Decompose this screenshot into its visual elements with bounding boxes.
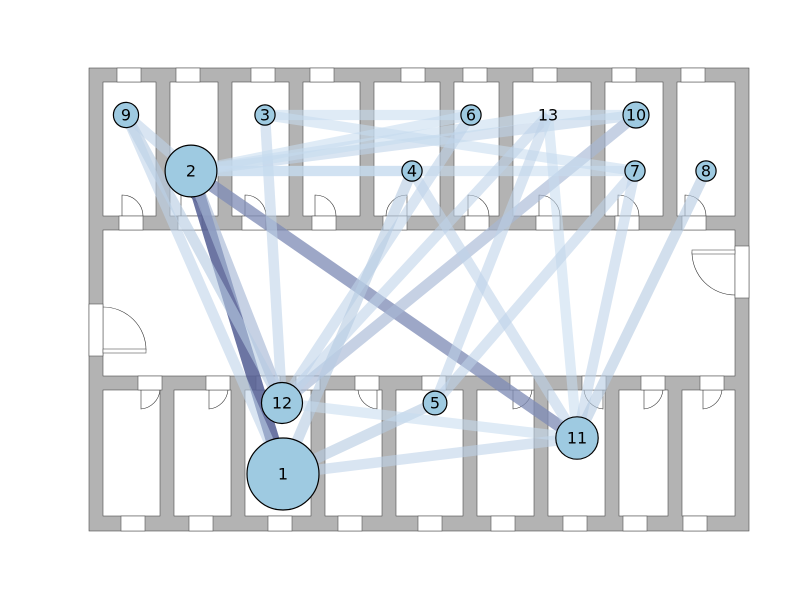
node-3: 3 xyxy=(254,104,276,126)
edge-7-11 xyxy=(571,169,641,440)
node-13: 13 xyxy=(538,106,558,125)
node-3-circle xyxy=(254,104,276,126)
node-8: 8 xyxy=(695,160,717,182)
edge-13-12 xyxy=(278,111,552,407)
edges-layer xyxy=(121,109,711,480)
node-8-circle xyxy=(695,160,717,182)
windows-top xyxy=(116,67,706,83)
edge-7-5 xyxy=(431,167,639,407)
edge-4-11 xyxy=(407,168,582,441)
node-13-label: 13 xyxy=(538,106,558,125)
room xyxy=(173,389,232,517)
side-doors xyxy=(88,245,750,357)
node-12: 12 xyxy=(260,381,304,425)
edge-13-11 xyxy=(542,114,583,439)
node-6: 6 xyxy=(460,104,482,126)
node-2-label: 2 xyxy=(186,162,196,181)
node-1-circle xyxy=(246,437,320,511)
node-5-label: 5 xyxy=(430,394,440,413)
node-6-circle xyxy=(460,104,482,126)
node-2: 2 xyxy=(164,144,218,198)
node-11: 11 xyxy=(555,416,599,460)
node-6-label: 6 xyxy=(466,106,476,125)
edge-4-1 xyxy=(278,168,417,477)
edge-2-11 xyxy=(187,165,581,444)
room xyxy=(676,81,736,217)
node-10: 10 xyxy=(622,101,650,129)
edge-12-11 xyxy=(281,397,578,444)
node-5-circle xyxy=(422,390,448,416)
node-9-label: 9 xyxy=(121,106,131,125)
node-4-circle xyxy=(401,160,423,182)
node-2-circle xyxy=(164,144,218,198)
node-10-circle xyxy=(622,101,650,129)
edge-9-1 xyxy=(121,112,288,477)
node-9-circle xyxy=(112,101,140,129)
room xyxy=(102,389,161,517)
node-7-circle xyxy=(624,160,646,182)
node-11-circle xyxy=(555,416,599,460)
node-8-label: 8 xyxy=(701,162,711,181)
node-1: 1 xyxy=(246,437,320,511)
edge-6-2 xyxy=(189,109,473,177)
node-7-label: 7 xyxy=(630,162,640,181)
room xyxy=(681,389,736,517)
node-12-label: 12 xyxy=(272,394,292,413)
node-10-label: 10 xyxy=(626,106,646,125)
node-4: 4 xyxy=(401,160,423,182)
windows-bottom xyxy=(120,515,708,532)
node-9: 9 xyxy=(112,101,140,129)
edge-8-11 xyxy=(572,168,711,441)
node-11-label: 11 xyxy=(567,429,587,448)
room xyxy=(618,389,669,517)
edge-1-11 xyxy=(282,432,578,480)
edge-13-5 xyxy=(430,113,553,405)
node-1-label: 1 xyxy=(278,465,288,484)
node-4-label: 4 xyxy=(407,162,417,181)
node-3-label: 3 xyxy=(260,106,270,125)
node-5: 5 xyxy=(422,390,448,416)
node-7: 7 xyxy=(624,160,646,182)
node-12-circle xyxy=(260,381,304,425)
